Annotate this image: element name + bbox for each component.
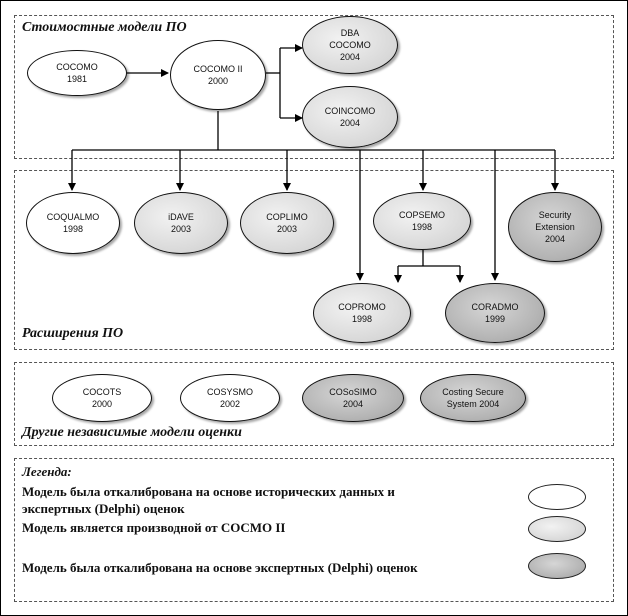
node-cocomo-year: 1981: [66, 74, 88, 84]
legend-title: Легенда:: [22, 464, 72, 479]
node-cocomo-ii-name: COCOMO II: [193, 64, 243, 74]
node-dba-cocomo-year: 2004: [339, 52, 361, 62]
section-independent: [14, 362, 614, 446]
node-cocots-year: 2000: [91, 399, 113, 409]
node-coradmo: CORADMO 1999: [445, 283, 545, 343]
node-coincomo-name: COINCOMO: [324, 106, 376, 116]
node-coqualmo-name: COQUALMO: [46, 212, 100, 222]
node-security-extension: Security Extension 2004: [508, 192, 602, 262]
node-costing-secure-system-name: Costing Secure System 2004: [442, 387, 504, 409]
node-cocots-name: COCOTS: [82, 387, 122, 397]
node-cososimo-name: COSoSIMO: [329, 387, 377, 397]
legend-swatch-expert: [528, 553, 586, 579]
node-copsemo-name: COPSEMO: [398, 210, 445, 220]
legend-swatch-derived: [528, 516, 586, 542]
node-idave-year: 2003: [170, 224, 192, 234]
node-cososimo: COSoSIMO 2004: [302, 374, 404, 422]
node-coradmo-name: CORADMO: [471, 302, 519, 312]
node-cosysmo-year: 2002: [219, 399, 241, 409]
node-coplimo: COPLIMO 2003: [240, 192, 334, 254]
node-dba-cocomo-name: DBA COCOMO: [329, 28, 371, 50]
node-coqualmo-year: 1998: [62, 224, 84, 234]
node-costing-secure-system: Costing Secure System 2004: [420, 374, 526, 422]
node-copromo: COPROMO 1998: [313, 283, 411, 343]
node-copsemo-year: 1998: [411, 222, 433, 232]
node-dba-cocomo: DBA COCOMO 2004: [302, 16, 398, 74]
node-cocomo: COCOMO 1981: [27, 50, 127, 96]
node-coincomo: COINCOMO 2004: [302, 86, 398, 148]
node-cosysmo: COSYSMO 2002: [180, 374, 280, 422]
node-cocots: COCOTS 2000: [52, 374, 152, 422]
section-extensions: [14, 170, 614, 350]
node-security-extension-name: Security Extension: [535, 210, 575, 232]
legend-derived: Модель является производной от COCMO II: [22, 520, 286, 535]
node-cocomo-name: COCOMO: [56, 62, 98, 72]
legend-historical-line2: экспертных (Delphi) оценок: [22, 501, 185, 516]
node-copromo-year: 1998: [351, 314, 373, 324]
legend-historical-line1: Модель была откалибрована на основе исто…: [22, 484, 395, 499]
node-copsemo: COPSEMO 1998: [373, 192, 471, 250]
node-copromo-name: COPROMO: [338, 302, 386, 312]
node-cocomo-ii: COCOMO II 2000: [170, 40, 266, 110]
node-cosysmo-name: COSYSMO: [206, 387, 253, 397]
node-coplimo-year: 2003: [276, 224, 298, 234]
node-coradmo-year: 1999: [484, 314, 506, 324]
section-title-independent: Другие независимые модели оценки: [22, 425, 242, 440]
node-coplimo-name: COPLIMO: [266, 212, 308, 222]
node-idave: iDAVE 2003: [134, 192, 228, 254]
node-coincomo-year: 2004: [339, 118, 361, 128]
section-legend: [14, 458, 614, 602]
node-cocomo-ii-year: 2000: [207, 76, 229, 86]
section-cost-models: [14, 15, 614, 159]
section-title-cost-models: Стоимостные модели ПО: [22, 20, 187, 35]
legend-swatch-historical: [528, 484, 586, 510]
node-idave-name: iDAVE: [168, 212, 194, 222]
section-title-extensions: Расширения ПО: [22, 326, 124, 341]
node-coqualmo: COQUALMO 1998: [26, 192, 120, 254]
legend-expert: Модель была откалибрована на основе эксп…: [22, 560, 418, 575]
node-security-extension-year: 2004: [544, 234, 566, 244]
node-cososimo-year: 2004: [342, 399, 364, 409]
